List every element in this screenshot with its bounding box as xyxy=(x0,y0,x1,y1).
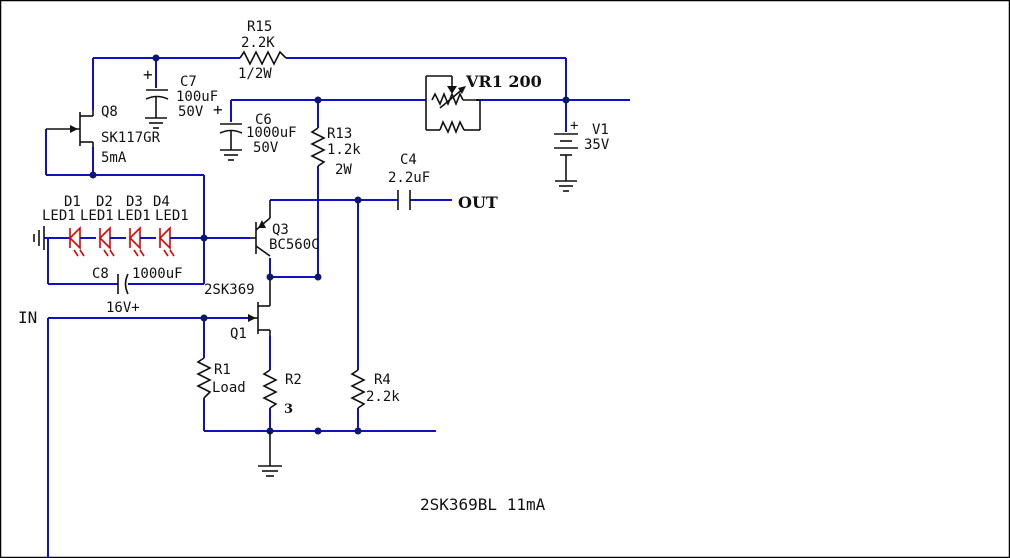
q3-part: BC560C xyxy=(269,237,320,253)
led-d2: D2 LED1 xyxy=(80,194,126,257)
r13-value: 1.2k xyxy=(327,142,361,158)
r13-ref: R13 xyxy=(327,126,352,142)
q8-current: 5mA xyxy=(101,150,127,166)
led-d4: D4 LED1 xyxy=(153,194,189,257)
vr1-label: VR1 200 xyxy=(465,72,542,91)
d1-part: LED1 xyxy=(42,208,76,224)
r2-value: 3 xyxy=(284,402,293,417)
capacitor-c4: C4 2.2uF xyxy=(388,152,430,210)
d3-ref: D3 xyxy=(126,194,143,210)
resistor-r4: R4 2.2k xyxy=(350,369,400,409)
c4-value: 2.2uF xyxy=(388,170,430,186)
capacitor-c8: C8 1000uF 16V+ xyxy=(92,266,183,316)
c7-value: 100uF xyxy=(176,89,218,105)
q1-ref: Q1 xyxy=(230,326,247,342)
q8-ref: Q8 xyxy=(101,104,118,120)
wires xyxy=(44,57,630,558)
capacitor-c7: + C7 100uF 50V xyxy=(143,65,218,129)
d4-ref: D4 xyxy=(153,194,170,210)
resistor-r15: R15 2.2K 1/2W xyxy=(238,19,287,82)
battery-v1: + V1 35V xyxy=(554,118,610,192)
led-d3: D3 LED1 xyxy=(117,194,156,257)
d2-part: LED1 xyxy=(80,208,114,224)
resistor-r2: R2 3 xyxy=(262,369,302,417)
c7-rating: 50V xyxy=(178,104,204,120)
q3-ref: Q3 xyxy=(272,222,289,238)
junction-nodes xyxy=(89,54,570,435)
resistor-r13: R13 1.2k 2W xyxy=(310,126,361,178)
r13-rating: 2W xyxy=(335,162,352,178)
r15-ref: R15 xyxy=(247,19,272,35)
c6-polarity: + xyxy=(213,100,223,119)
v1-polarity: + xyxy=(570,118,578,134)
q1-part: 2SK369 xyxy=(204,282,255,298)
c6-rating: 50V xyxy=(253,140,279,156)
c8-value: 1000uF xyxy=(132,266,183,282)
c7-ref: C7 xyxy=(180,74,197,90)
trimmer-vr1: VR1 200 xyxy=(425,72,542,135)
c7-polarity: + xyxy=(143,65,153,84)
c6-ref: C6 xyxy=(255,112,272,128)
jfet-q8: Q8 SK117GR 5mA xyxy=(46,104,161,166)
v1-ref: V1 xyxy=(592,122,609,138)
d4-part: LED1 xyxy=(155,208,189,224)
ground-bottom xyxy=(258,431,282,477)
v1-value: 35V xyxy=(584,137,610,153)
led-d1: D1 LED1 xyxy=(42,194,96,257)
r4-value: 2.2k xyxy=(366,389,400,405)
r15-value: 2.2K xyxy=(241,35,275,51)
c6-value: 1000uF xyxy=(246,125,297,141)
r1-ref: R1 xyxy=(214,362,231,378)
input-label: IN xyxy=(18,308,37,327)
r1-value: Load xyxy=(212,380,246,396)
r4-ref: R4 xyxy=(374,372,391,388)
r15-rating: 1/2W xyxy=(238,66,272,82)
r2-ref: R2 xyxy=(285,372,302,388)
resistor-r1: R1 Load xyxy=(196,357,246,399)
d1-ref: D1 xyxy=(64,194,81,210)
note-text: 2SK369BL 11mA xyxy=(420,495,546,514)
d3-part: LED1 xyxy=(117,208,151,224)
d2-ref: D2 xyxy=(96,194,113,210)
jfet-q1: 2SK369 Q1 xyxy=(204,280,271,342)
c8-rating: 16V+ xyxy=(106,300,140,316)
bjt-q3: Q3 BC560C xyxy=(250,200,320,257)
q8-part: SK117GR xyxy=(101,130,161,146)
output-label: OUT xyxy=(458,193,498,212)
capacitor-c6: + C6 1000uF 50V xyxy=(213,100,297,161)
ground-led xyxy=(33,226,45,250)
c4-ref: C4 xyxy=(400,152,417,168)
c8-ref: C8 xyxy=(92,266,109,282)
